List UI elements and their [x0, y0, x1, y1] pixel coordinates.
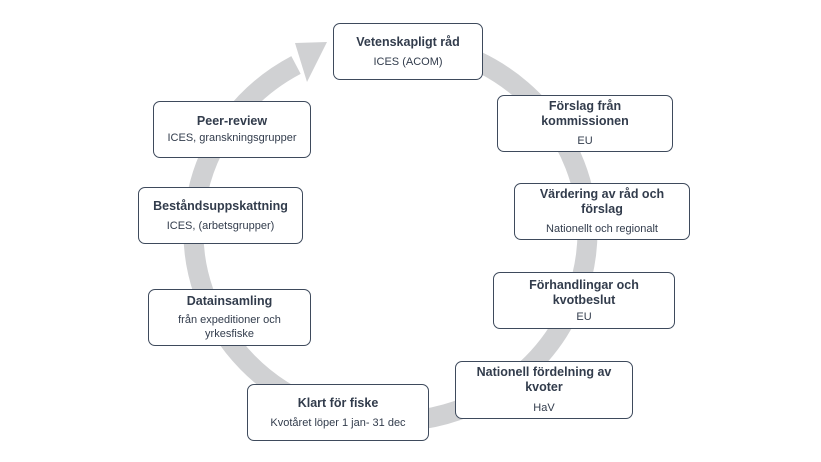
step-subtitle: EU: [577, 135, 593, 147]
step-subtitle: från expeditioner och yrkesfiske: [178, 314, 281, 340]
step-subtitle: Kvotåret löper 1 jan- 31 dec: [270, 416, 406, 429]
step-subtitle: Nationellt och regionalt: [546, 223, 658, 235]
step-title: Beståndsuppskattning: [153, 198, 288, 213]
step-forhandlingar-och-kvotbeslut: Förhandlingar och kvotbeslut EU: [493, 272, 675, 329]
step-forslag-fran-kommissionen: Förslag från kommissionen EU: [497, 95, 673, 152]
step-title: Förhandlingar och kvotbeslut: [529, 277, 639, 307]
step-title: Vetenskapligt råd: [356, 34, 460, 49]
step-subtitle: ICES, (arbetsgrupper): [166, 219, 275, 232]
step-title: Peer-review: [196, 114, 268, 128]
step-title: Datainsamling: [186, 294, 273, 308]
step-vardering-av-rad-och-forslag: Värdering av råd och förslag Nationellt …: [514, 183, 690, 240]
step-subtitle: ICES, granskningsgrupper: [167, 132, 297, 144]
step-title: Nationell fördelning av kvoter: [476, 365, 612, 394]
step-subtitle: HaV: [533, 402, 555, 414]
step-title: Värdering av råd och förslag: [539, 187, 665, 216]
step-bestandsuppskattning: Beståndsuppskattning ICES, (arbetsgruppe…: [138, 187, 303, 244]
step-vetenskapligt-rad: Vetenskapligt råd ICES (ACOM): [333, 23, 483, 80]
step-title: Klart för fiske: [297, 395, 379, 410]
step-klart-for-fiske: Klart för fiske Kvotåret löper 1 jan- 31…: [247, 384, 429, 441]
step-peer-review: Peer-review ICES, granskningsgrupper: [153, 101, 311, 158]
step-nationell-fordelning: Nationell fördelning av kvoter HaV: [455, 361, 633, 419]
step-subtitle: ICES (ACOM): [373, 55, 443, 68]
step-subtitle: EU: [576, 310, 592, 323]
step-datainsamling: Datainsamling från expeditioner och yrke…: [148, 289, 311, 346]
arrowhead-icon: [295, 42, 327, 82]
step-title: Förslag från kommissionen: [541, 99, 629, 128]
